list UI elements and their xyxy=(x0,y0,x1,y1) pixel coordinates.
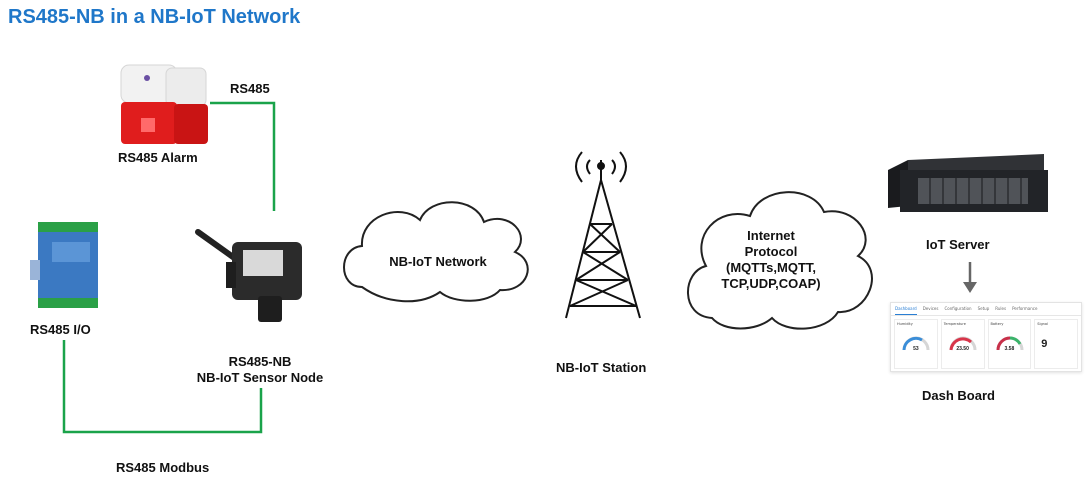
nbiot-cloud-shape xyxy=(343,201,529,303)
internet-line-4: TCP,UDP,COAP) xyxy=(721,276,821,291)
dashboard-tab: Dashboard xyxy=(895,303,917,315)
temperature-caption: Temperature xyxy=(943,322,966,326)
alarm-label: RS485 Alarm xyxy=(118,150,198,165)
dashboard-label: Dash Board xyxy=(922,388,995,403)
internet-cloud-label: Internet Protocol (MQTTs,MQTT, TCP,UDP,C… xyxy=(696,228,846,292)
io-label: RS485 I/O xyxy=(30,322,91,337)
rules-tab: Rules xyxy=(995,306,1007,311)
nbiot-cloud-label: NB-IoT Network xyxy=(389,254,487,269)
humidity-caption: Humidity xyxy=(897,322,913,326)
node-label-line1: RS485-NB xyxy=(228,354,292,369)
rs485-link-line xyxy=(210,101,276,211)
battery-caption: Battery xyxy=(990,322,1004,326)
server-label: IoT Server xyxy=(926,237,990,252)
page-title: RS485-NB in a NB-IoT Network xyxy=(8,6,301,28)
humidity-card: Humidity 53 xyxy=(894,319,938,369)
signal-card: Signal 9 xyxy=(1034,319,1078,369)
server-rack-icon xyxy=(888,154,1048,212)
modbus-link-line xyxy=(62,340,263,434)
node-label-line2: NB-IoT Sensor Node xyxy=(196,370,324,385)
humidity-gauge-icon xyxy=(902,336,930,351)
performance-tab: Performance xyxy=(1012,306,1038,311)
devices-tab: Devices xyxy=(922,306,939,311)
station-label: NB-IoT Station xyxy=(556,360,647,375)
configuration-tab: Configuration xyxy=(944,306,972,311)
dashboard-cards: Humidity 53 Temperature 23.50 Battery 3.… xyxy=(891,316,1081,372)
down-arrow-icon xyxy=(963,262,977,293)
signal-caption: Signal xyxy=(1037,322,1049,326)
modbus-label: RS485 Modbus xyxy=(116,460,210,475)
humidity-value: 53 xyxy=(913,346,919,352)
dashboard-thumbnail: Dashboard Devices Configuration Setup Ru… xyxy=(890,302,1082,372)
tower-icon xyxy=(565,151,641,319)
internet-line-2: Protocol xyxy=(744,244,798,259)
temperature-gauge-icon xyxy=(949,336,977,351)
battery-value: 3.58 xyxy=(1004,346,1015,352)
battery-gauge-icon xyxy=(996,336,1023,351)
internet-line-1: Internet xyxy=(747,228,795,243)
io-module-icon xyxy=(30,222,98,308)
internet-line-3: (MQTTs,MQTT, xyxy=(725,260,817,275)
signal-value: 9 xyxy=(1041,338,1048,350)
internet-cloud-shape xyxy=(687,191,873,330)
alarm-device-icon xyxy=(120,64,208,144)
sensor-node-icon xyxy=(195,229,302,322)
rs485-link-label: RS485 xyxy=(230,81,270,96)
battery-card: Battery 3.58 xyxy=(987,319,1032,369)
dashboard-tab-bar: Dashboard Devices Configuration Setup Ru… xyxy=(891,303,1081,316)
setup-tab: Setup xyxy=(977,306,990,311)
temperature-value: 23.50 xyxy=(956,346,969,352)
temperature-card: Temperature 23.50 xyxy=(940,319,985,369)
